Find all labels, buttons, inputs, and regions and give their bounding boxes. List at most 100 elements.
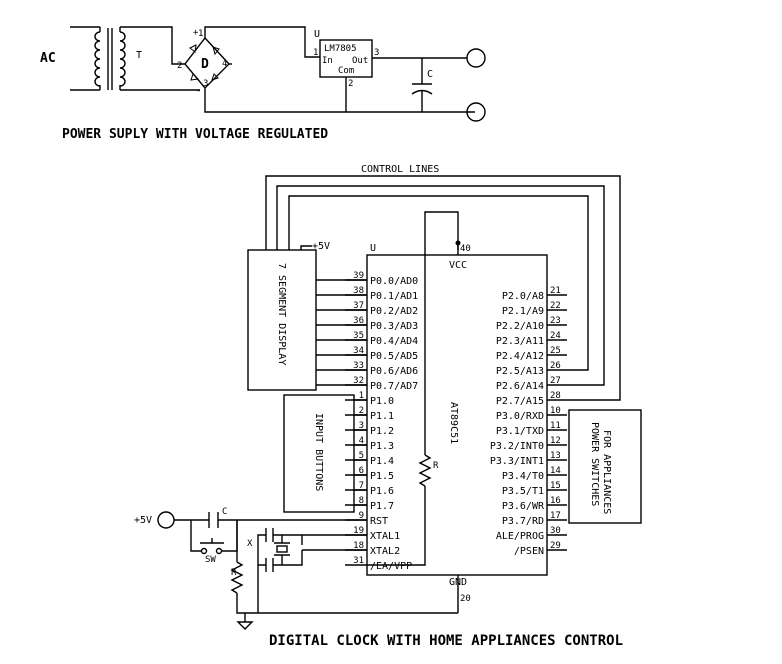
mcu-pin-name: P3.1/TXD xyxy=(496,426,544,437)
mcu-pin-number: 27 xyxy=(550,376,561,386)
mcu-pin-number: 14 xyxy=(550,466,561,476)
input-buttons-box xyxy=(283,394,355,513)
mcu-pin-name: P3.0/RXD xyxy=(496,411,544,422)
rectified-positive-wire xyxy=(204,26,320,58)
display-box xyxy=(247,249,317,391)
mcu-pin-name: P3.2/INT0 xyxy=(490,441,544,452)
input-buttons-block: INPUT BUTTONS xyxy=(283,394,355,513)
bridge-pin-2: 2 xyxy=(177,61,182,71)
mcu-pin-number: 7 xyxy=(359,481,364,491)
input-buttons-label: INPUT BUTTONS xyxy=(313,413,324,491)
mcu-pin-name: P0.0/AD0 xyxy=(370,276,418,287)
mcu-pin-name: P1.3 xyxy=(370,441,394,452)
control-line-p26 xyxy=(276,185,605,386)
regulator-out-label: Out xyxy=(352,56,368,66)
mcu-pin-number: 6 xyxy=(359,466,364,476)
mcu-ref: U xyxy=(370,243,376,254)
output-terminal-positive xyxy=(466,48,486,68)
mcu-pin-number: 28 xyxy=(550,391,561,401)
ground-bus xyxy=(236,593,458,614)
power-switches-box xyxy=(568,409,642,524)
ea-tie-wire xyxy=(367,486,426,566)
mcu-pin-number: 24 xyxy=(550,331,561,341)
mcu-pin-number: 16 xyxy=(550,496,561,506)
control-line-p25 xyxy=(288,195,589,371)
mcu-right-pins: 21P2.0/A822P2.1/A923P2.2/A1024P2.3/A1125… xyxy=(490,286,567,557)
mcu-pin-number: 34 xyxy=(353,346,364,356)
mcu-pin-number: 2 xyxy=(359,406,364,416)
mcu-pin-number: 19 xyxy=(353,526,364,536)
secondary-wires xyxy=(120,26,200,91)
mcu-pin-name: /PSEN xyxy=(514,546,544,557)
mcu-pin-name: P2.3/A11 xyxy=(496,336,544,347)
vcc-pullup-wire xyxy=(424,211,459,455)
mcu-pin-name: P0.7/AD7 xyxy=(370,381,418,392)
mcu-gnd-pin: 20 xyxy=(460,594,471,604)
clock-section: CONTROL LINES 7 SEGMENT DISPLAY +5V R IN… xyxy=(134,164,642,649)
bridge-minus-sign: - xyxy=(196,86,201,96)
mcu-pin-name: P2.2/A10 xyxy=(496,321,544,332)
transformer-secondary-coil xyxy=(119,31,126,87)
display-vcc-wire xyxy=(300,245,312,250)
mcu-pin-number: 8 xyxy=(359,496,364,506)
mcu-pin-name: XTAL2 xyxy=(370,546,400,557)
mcu-pin-number: 30 xyxy=(550,526,561,536)
output-terminal-ground xyxy=(466,102,486,122)
mcu-pin-name: P0.3/AD3 xyxy=(370,321,418,332)
display-vcc-label: +5V xyxy=(312,241,330,252)
mcu-pin-name: P2.0/A8 xyxy=(502,291,544,302)
transformer-primary-coil xyxy=(94,31,101,87)
mcu-pin-name: P0.4/AD4 xyxy=(370,336,418,347)
mcu-pin-number: 32 xyxy=(353,376,364,386)
mcu-pin-number: 15 xyxy=(550,481,561,491)
reset-cap-label: C xyxy=(222,507,227,517)
crystal-cap-ground-wires xyxy=(257,534,266,613)
control-lines-label: CONTROL LINES xyxy=(361,164,439,175)
bridge-pin-1: 1 xyxy=(198,29,203,39)
mcu-pin-name: P2.4/A12 xyxy=(496,351,544,362)
bridge-diodes xyxy=(189,44,220,81)
regulator-pin-com: 2 xyxy=(348,79,353,89)
pullup-resistor-label: R xyxy=(433,461,439,471)
ac-label: AC xyxy=(40,51,56,66)
crystal-circuit: X xyxy=(247,528,367,613)
voltage-regulator: U LM7805 In Out Com 1 3 2 xyxy=(313,29,379,89)
seven-segment-display: 7 SEGMENT DISPLAY +5V xyxy=(247,241,330,391)
power-supply-section: AC T D 1 2 3 4 + - xyxy=(40,26,486,142)
mcu-pin-name: P3.7/RD xyxy=(502,516,544,527)
mcu-pin-number: 3 xyxy=(359,421,364,431)
mcu-pin-number: 23 xyxy=(550,316,561,326)
regulator-com-label: Com xyxy=(338,66,354,76)
mcu-pin-name: P1.7 xyxy=(370,501,394,512)
mcu-pin-number: 21 xyxy=(550,286,561,296)
output-capacitor: C xyxy=(411,58,433,112)
bridge-label: D xyxy=(201,57,209,72)
power-supply-title: POWER SUPLY WITH VOLTAGE REGULATED xyxy=(62,127,328,142)
mcu-pin-name: P1.1 xyxy=(370,411,394,422)
reset-switch-label: SW xyxy=(205,555,216,565)
mcu-pin-number: 25 xyxy=(550,346,561,356)
mcu-pin-name: P1.4 xyxy=(370,456,394,467)
power-switches-block: POWER SWITCHES FOR APPLIANCES xyxy=(568,409,642,524)
crystal-label: X xyxy=(247,539,253,549)
ground-symbol xyxy=(236,621,254,630)
mcu-pin-name: P2.6/A14 xyxy=(496,381,544,392)
mcu-pin-number: 31 xyxy=(353,556,364,566)
mcu-pin-name: P0.2/AD2 xyxy=(370,306,418,317)
mcu-pin-number: 18 xyxy=(353,541,364,551)
port0-bus-wires xyxy=(316,279,367,386)
crystal-body xyxy=(276,545,288,553)
transformer-label: T xyxy=(136,50,142,61)
power-switches-label-line2: FOR APPLIANCES xyxy=(601,430,612,514)
mcu-pin-number: 11 xyxy=(550,421,561,431)
mcu-pin-number: 4 xyxy=(359,436,364,446)
mcu-pin-name: P3.5/T1 xyxy=(502,486,544,497)
mcu-pin-number: 10 xyxy=(550,406,561,416)
mcu-pin-number: 33 xyxy=(353,361,364,371)
mcu-pin-name: P2.5/A13 xyxy=(496,366,544,377)
mcu-pin-number: 22 xyxy=(550,301,561,311)
mcu-pin-name: P0.5/AD5 xyxy=(370,351,418,362)
reset-circuit: +5V C SW R xyxy=(134,507,458,630)
